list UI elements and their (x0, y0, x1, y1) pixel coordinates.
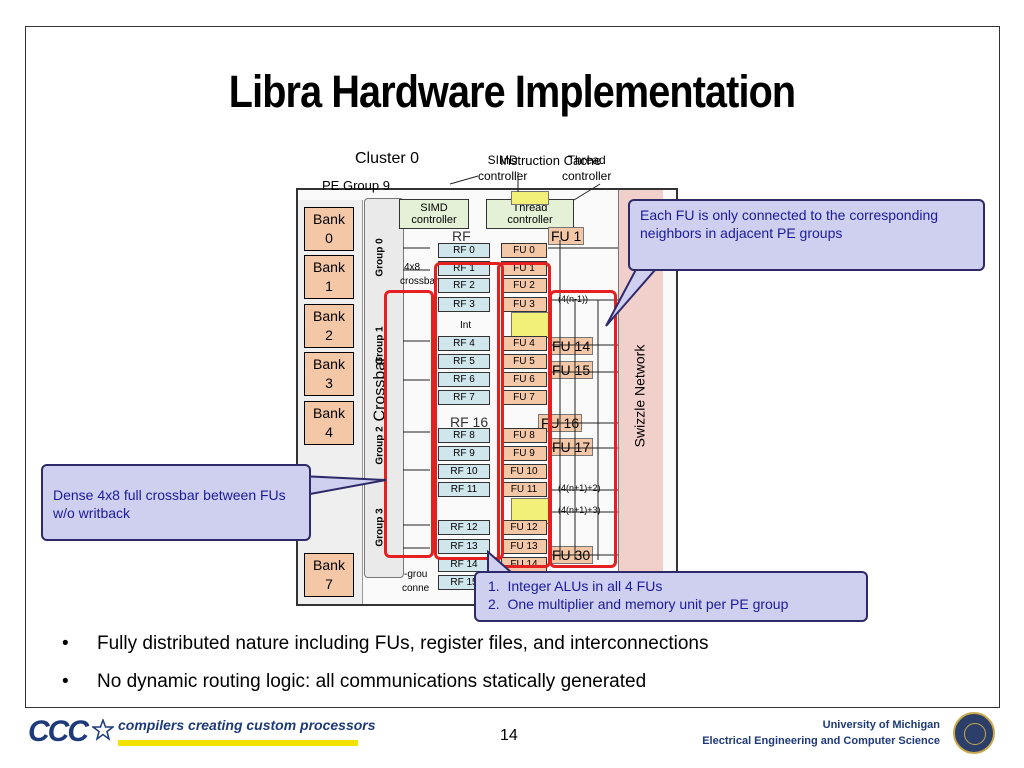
university-name: University of Michigan (822, 719, 940, 731)
fu-highlight (497, 262, 551, 568)
int-label: Int (460, 320, 472, 331)
fu-block: FU 6 (501, 372, 547, 387)
slide-frame (25, 26, 1000, 708)
rf-highlight (434, 262, 504, 560)
fu-block: FU 9 (501, 446, 547, 461)
rf-block: RF 2 (438, 278, 490, 293)
fu-block: FU 5 (501, 354, 547, 369)
ccc-logo: CCC (28, 715, 118, 755)
fu-block: FU 4 (501, 336, 547, 351)
rf-block: RF 9 (438, 446, 490, 461)
bank-2: Bank 2 (304, 304, 354, 348)
bank-3: Bank 3 (304, 352, 354, 396)
rf-block: RF 3 (438, 297, 490, 312)
misc-4n-1: (4(n-1)) (558, 294, 589, 304)
university-seal-icon (953, 712, 995, 754)
rf-block: RF 7 (438, 390, 490, 405)
bg-rf16-label: RF 16 (450, 414, 489, 430)
rf-block: RF 0 (438, 243, 490, 258)
rf-block: RF 13 (438, 539, 490, 554)
neighbor-callout: Each FU is only connected to the corresp… (628, 199, 985, 271)
instruction-cache-label: Instruction Cache (500, 153, 602, 168)
rf-block: RF 6 (438, 372, 490, 387)
pe-group-label: PE Group 9 (322, 178, 390, 193)
bg-rf-label: RF (452, 228, 471, 244)
misc-4x8: 4x8 (404, 262, 421, 273)
department-name: Electrical Engineering and Computer Scie… (702, 735, 940, 747)
misc-crossbar: crossbar (400, 276, 439, 287)
simd-controller-box: SIMD controller (399, 199, 469, 229)
yellow-block-mid (511, 312, 549, 338)
alu-item-1: 1. Integer ALUs in all 4 FUs (488, 578, 663, 594)
rf-block: RF 10 (438, 464, 490, 479)
misc-conne: conne (402, 583, 430, 594)
simd-controller-label: SIMD controller (478, 153, 528, 183)
crossbar-highlight (384, 290, 434, 558)
fu-block: FU 13 (501, 539, 547, 554)
rf-block: RF 8 (438, 428, 490, 443)
rf-block: RF 4 (438, 336, 490, 351)
misc-4n1-2: (4(n+1)+2) (558, 483, 601, 493)
bank-1: Bank 1 (304, 255, 354, 299)
rf-block: RF 12 (438, 520, 490, 535)
fu-block: FU 0 (501, 243, 547, 258)
star-icon (92, 719, 114, 741)
crossbar-callout: Dense 4x8 full crossbar between FUs w/o … (41, 464, 311, 541)
misc-grou: -grou (404, 569, 428, 580)
tagline-underline (118, 740, 358, 746)
alu-callout: 1. Integer ALUs in all 4 FUs 2. One mult… (474, 571, 868, 622)
slide-title: Libra Hardware Implementation (228, 66, 796, 117)
bank-7: Bank 7 (304, 553, 354, 597)
bullet-2: •No dynamic routing logic: all communica… (62, 671, 647, 692)
fu-block: FU 3 (501, 297, 547, 312)
fu-block: FU 2 (501, 278, 547, 293)
fu-block: FU 7 (501, 390, 547, 405)
misc-4n1-3: (4(n+1)+3) (558, 505, 601, 515)
alu-item-2: 2. One multiplier and memory unit per PE… (488, 596, 789, 612)
bg-fu1-label: FU 1 (548, 227, 585, 245)
fu-block: FU 12 (501, 520, 547, 535)
tagline: compilers creating custom processors (118, 717, 376, 733)
bank-4: Bank 4 (304, 401, 354, 445)
rf-block: RF 5 (438, 354, 490, 369)
rf-block: RF 11 (438, 482, 490, 497)
yellow-block-top (511, 191, 549, 205)
cluster-label: Cluster 0 (355, 150, 420, 167)
bank-0: Bank 0 (304, 207, 354, 251)
bullet-1: •Fully distributed nature including FUs,… (62, 633, 709, 654)
thread-controller-label: Thread controller (562, 153, 612, 183)
page-number: 14 (500, 727, 518, 744)
